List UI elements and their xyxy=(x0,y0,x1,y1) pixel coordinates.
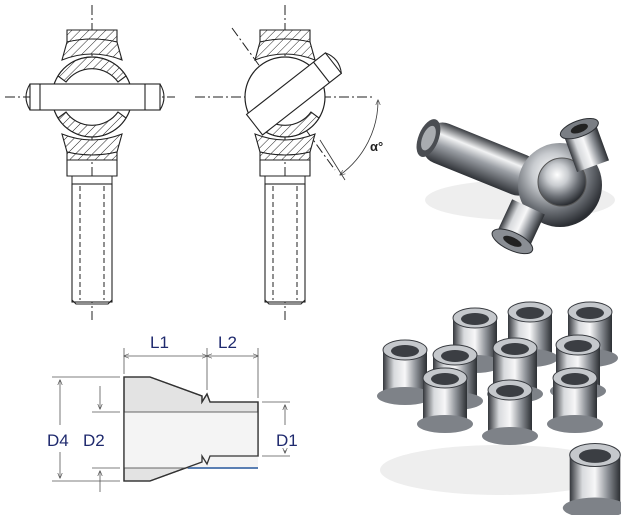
alpha-angle-label: α° xyxy=(370,139,383,154)
rod-end-section-tilted xyxy=(195,5,378,320)
spacer-item xyxy=(562,443,621,515)
dimension-label-l1: L1 xyxy=(150,333,169,352)
spacer-item xyxy=(547,367,603,433)
dimension-label-l2: L2 xyxy=(218,333,237,352)
spacer-item xyxy=(482,379,538,445)
rod-end-photo xyxy=(416,117,615,255)
spacers-photo xyxy=(380,445,620,495)
spacer-item xyxy=(377,339,433,405)
dimension-label-d4: D4 xyxy=(47,431,69,450)
spacer-item xyxy=(417,367,473,433)
dimension-label-d1: D1 xyxy=(276,431,298,450)
rod-end-section-straight xyxy=(5,5,175,320)
spacer-dimension-drawing xyxy=(52,348,290,492)
spacers-group xyxy=(377,301,621,515)
dimension-label-d2: D2 xyxy=(83,431,105,450)
